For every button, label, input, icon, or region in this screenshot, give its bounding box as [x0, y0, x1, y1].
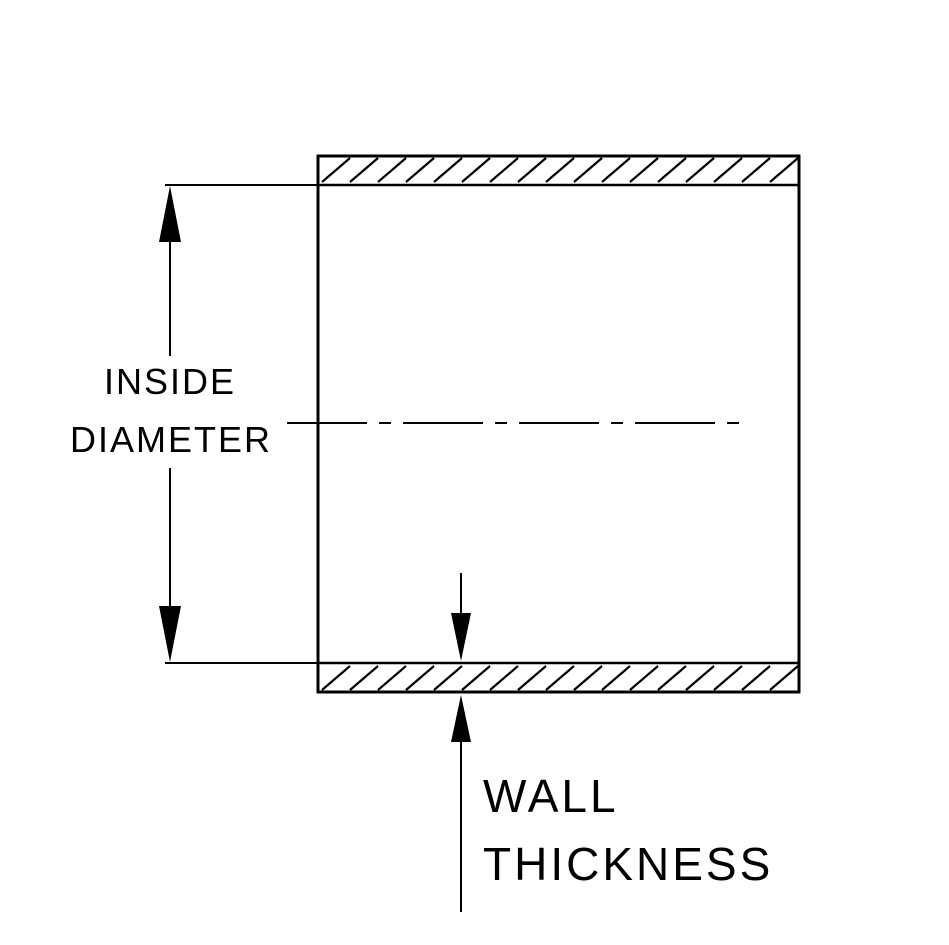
arrow-up-icon [451, 695, 471, 742]
arrow-up-icon [159, 186, 181, 242]
bottom-wall-hatching-icon [321, 665, 799, 691]
arrow-down-icon [451, 613, 471, 661]
inside-diameter-dimension [159, 186, 181, 662]
wall-thickness-label: WALL THICKNESS [483, 770, 773, 890]
top-wall-hatching-icon [321, 157, 799, 183]
wall-thickness-dimension [451, 573, 471, 912]
arrow-down-icon [159, 606, 181, 662]
inside-diameter-extension-lines [165, 184, 318, 664]
inside-diameter-label-line2: DIAMETER [70, 419, 272, 460]
wall-thickness-label-line2: THICKNESS [483, 838, 773, 890]
inside-diameter-label: INSIDE DIAMETER [70, 361, 272, 460]
inside-diameter-label-line1: INSIDE [104, 361, 236, 402]
wall-thickness-label-line1: WALL [483, 770, 619, 822]
